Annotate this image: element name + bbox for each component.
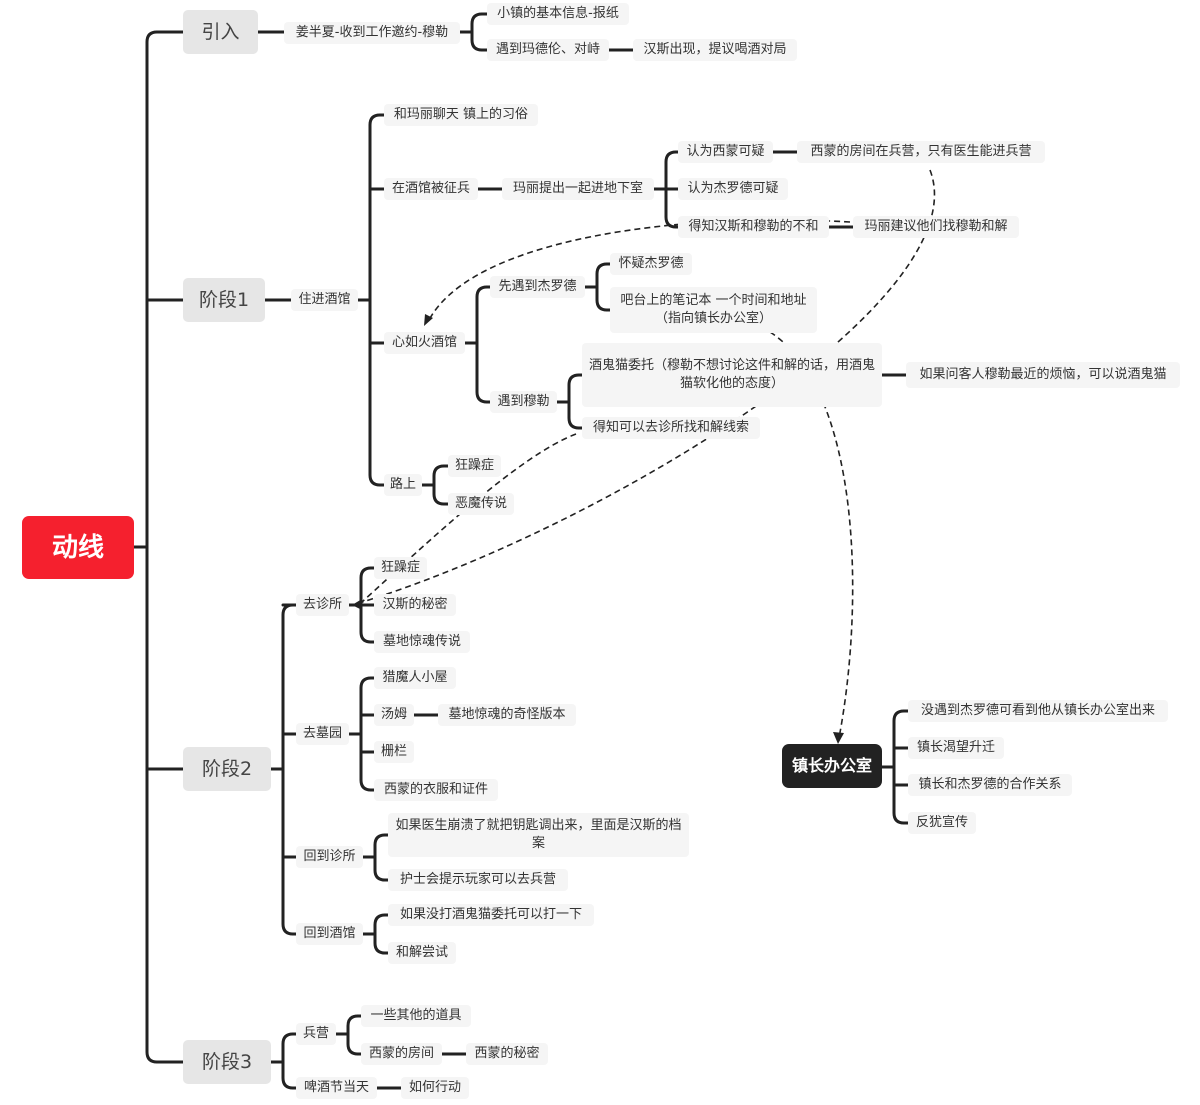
s1-drunk-cat[interactable]: 酒鬼猫委托（穆勒不想讨论这件和解的话，用酒鬼猫软化他的态度）: [582, 343, 882, 407]
s1-meet-jerod[interactable]: 先遇到杰罗德: [490, 276, 585, 298]
s2-tom[interactable]: 汤姆: [374, 704, 414, 726]
s2-try-reconcile[interactable]: 和解尝试: [388, 942, 456, 964]
office-item-d[interactable]: 反犹宣传: [908, 812, 976, 834]
s1-suspect-simon[interactable]: 认为西蒙可疑: [678, 141, 773, 163]
s2-clinic[interactable]: 去诊所: [296, 594, 349, 616]
intro-meet[interactable]: 遇到玛德伦、对峙: [487, 39, 609, 61]
s1-reconcile[interactable]: 玛丽建议他们找穆勒和解: [853, 216, 1019, 238]
s3-simon-secret[interactable]: 西蒙的秘密: [466, 1043, 548, 1065]
root-node[interactable]: 动线: [22, 516, 134, 579]
s2-hans-secret[interactable]: 汉斯的秘密: [374, 594, 456, 616]
s2-hunter[interactable]: 猎魔人小屋: [374, 667, 456, 689]
stage-3[interactable]: 阶段3: [183, 1040, 271, 1084]
office-item-b[interactable]: 镇长渴望升迁: [908, 737, 1004, 759]
s1-drafted[interactable]: 在酒馆被征兵: [384, 178, 478, 200]
s1-chat[interactable]: 和玛丽聊天 镇上的习俗: [384, 104, 538, 126]
s2-no-cat[interactable]: 如果没打酒鬼猫委托可以打一下: [388, 904, 594, 926]
office-item-a[interactable]: 没遇到杰罗德可看到他从镇长办公室出来: [908, 700, 1168, 722]
s1-simon-room[interactable]: 西蒙的房间在兵营，只有医生能进兵营: [797, 141, 1045, 163]
s2-mania[interactable]: 狂躁症: [374, 557, 427, 579]
s1-demon[interactable]: 恶魔传说: [448, 493, 514, 515]
s3-festival[interactable]: 啤酒节当天: [296, 1077, 377, 1099]
s2-grave-legend[interactable]: 墓地惊魂传说: [374, 631, 470, 653]
s1-basement[interactable]: 玛丽提出一起进地下室: [502, 178, 654, 200]
intro-invite[interactable]: 姜半夏-收到工作邀约-穆勒: [284, 22, 460, 44]
s1-heart-inn[interactable]: 心如火酒馆: [384, 332, 465, 354]
s2-back-clinic[interactable]: 回到诊所: [296, 846, 363, 868]
s2-simon-clothes[interactable]: 西蒙的衣服和证件: [374, 779, 498, 801]
s2-weird-version[interactable]: 墓地惊魂的奇怪版本: [438, 704, 576, 726]
s2-nurse[interactable]: 护士会提示玩家可以去兵营: [388, 869, 568, 891]
s3-barracks[interactable]: 兵营: [296, 1023, 336, 1045]
s2-cemetery[interactable]: 去墓园: [296, 723, 349, 745]
s1-road[interactable]: 路上: [384, 474, 422, 496]
office-item-c[interactable]: 镇长和杰罗德的合作关系: [908, 774, 1072, 796]
s1-ask-guest[interactable]: 如果问客人穆勒最近的烦恼，可以说酒鬼猫: [906, 362, 1180, 388]
s3-simon-room[interactable]: 西蒙的房间: [361, 1043, 442, 1065]
s1-suspect-jerod[interactable]: 认为杰罗德可疑: [678, 178, 788, 200]
s1-mania[interactable]: 狂躁症: [448, 455, 501, 477]
intro-hans[interactable]: 汉斯出现，提议喝酒对局: [633, 39, 797, 61]
s1-notebook[interactable]: 吧台上的笔记本 一个时间和地址（指向镇长办公室）: [610, 287, 817, 333]
s1-meet-muller[interactable]: 遇到穆勒: [490, 391, 557, 413]
s1-discord[interactable]: 得知汉斯和穆勒的不和: [678, 216, 829, 238]
s3-action[interactable]: 如何行动: [401, 1077, 469, 1099]
s3-other-props[interactable]: 一些其他的道具: [361, 1005, 471, 1027]
s1-clinic-clue[interactable]: 得知可以去诊所找和解线索: [582, 417, 760, 439]
s2-back-inn[interactable]: 回到酒馆: [296, 923, 363, 945]
s1-inn[interactable]: 住进酒馆: [291, 289, 358, 311]
s1-doubt-jerod[interactable]: 怀疑杰罗德: [610, 253, 692, 275]
office-node[interactable]: 镇长办公室: [782, 744, 882, 788]
intro-town-info[interactable]: 小镇的基本信息-报纸: [487, 3, 629, 25]
stage-1[interactable]: 阶段1: [183, 278, 265, 322]
stage-intro[interactable]: 引入: [183, 10, 258, 54]
s2-fence[interactable]: 栅栏: [374, 741, 414, 763]
s2-doctor[interactable]: 如果医生崩溃了就把钥匙调出来，里面是汉斯的档案: [388, 813, 689, 857]
stage-2[interactable]: 阶段2: [183, 747, 271, 791]
